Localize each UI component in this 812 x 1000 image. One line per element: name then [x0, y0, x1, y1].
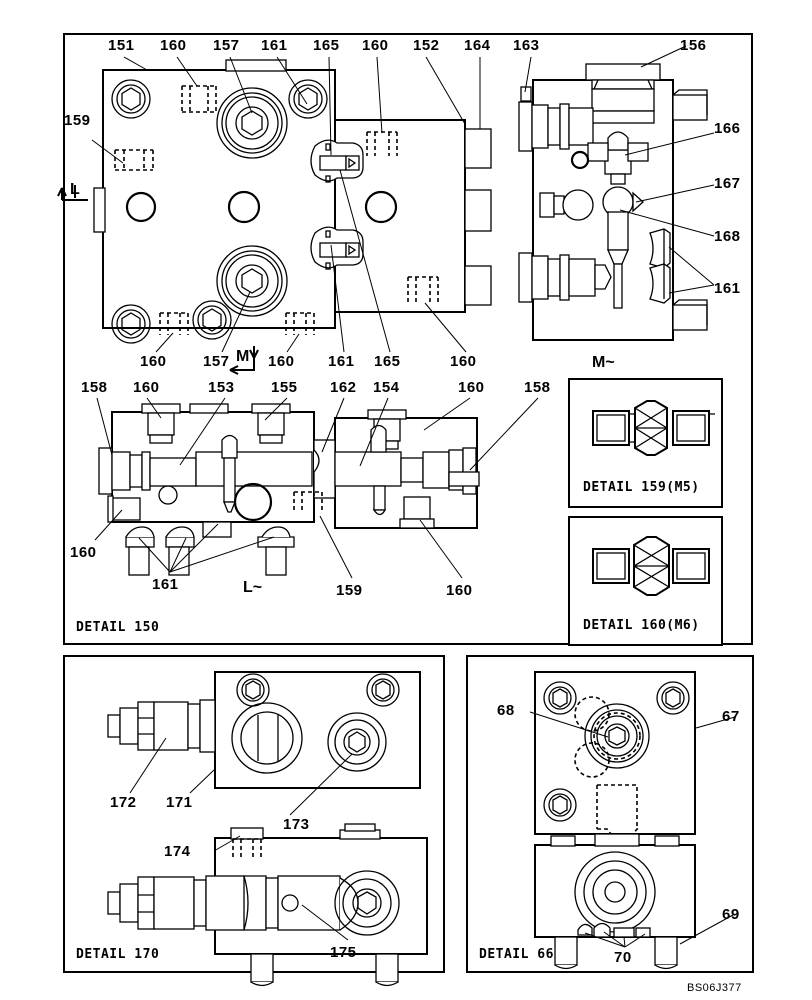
- callout-160-b: 160: [362, 37, 389, 54]
- detail-66-title: DETAIL 66: [479, 947, 554, 962]
- callout-154: 154: [373, 379, 400, 396]
- callout-153: 153: [208, 379, 235, 396]
- callout-162: 162: [330, 379, 357, 396]
- section-mark-L: L: [70, 181, 80, 198]
- detail-159-title: DETAIL 159(M5): [583, 480, 700, 495]
- callout-67: 67: [722, 708, 740, 725]
- callout-167: 167: [714, 175, 741, 192]
- callout-156: 156: [680, 37, 707, 54]
- callout-159-a: 159: [64, 112, 91, 129]
- callout-160-d: 160: [268, 353, 295, 370]
- callout-151: 151: [108, 37, 135, 54]
- callout-166: 166: [714, 120, 741, 137]
- callout-173: 173: [283, 816, 310, 833]
- callout-161-c: 161: [328, 353, 355, 370]
- callout-160-h: 160: [70, 544, 97, 561]
- callout-165-b: 165: [374, 353, 401, 370]
- detail-160-title: DETAIL 160(M6): [583, 618, 700, 633]
- callout-68: 68: [497, 702, 515, 719]
- callout-174: 174: [164, 843, 191, 860]
- callout-160-e: 160: [450, 353, 477, 370]
- callout-171: 171: [166, 794, 193, 811]
- callout-161-a: 161: [261, 37, 288, 54]
- callout-160-c: 160: [140, 353, 167, 370]
- callout-69: 69: [722, 906, 740, 923]
- detail-170-title: DETAIL 170: [76, 947, 160, 962]
- callout-164: 164: [464, 37, 491, 54]
- section-mark-M-tilde: M~: [592, 354, 615, 371]
- section-mark-L-tilde: L~: [243, 579, 263, 596]
- callout-70: 70: [614, 949, 632, 966]
- callout-163: 163: [513, 37, 540, 54]
- section-mark-M: M: [236, 348, 250, 365]
- callout-161-b: 161: [714, 280, 741, 297]
- callout-161-d: 161: [152, 576, 179, 593]
- callout-159-b: 159: [336, 582, 363, 599]
- callout-160-a: 160: [160, 37, 187, 54]
- callout-157-a: 157: [213, 37, 240, 54]
- callout-172: 172: [110, 794, 137, 811]
- callout-155: 155: [271, 379, 298, 396]
- callout-157-b: 157: [203, 353, 230, 370]
- callout-175: 175: [330, 944, 357, 961]
- detail-150-title: DETAIL 150: [76, 620, 160, 635]
- callout-165-a: 165: [313, 37, 340, 54]
- callout-168: 168: [714, 228, 741, 245]
- callout-160-f: 160: [133, 379, 160, 396]
- drawing-code: BS06J377: [687, 982, 742, 994]
- callout-160-i: 160: [446, 582, 473, 599]
- callout-160-g: 160: [458, 379, 485, 396]
- callout-158-a: 158: [81, 379, 108, 396]
- callout-152: 152: [413, 37, 440, 54]
- callout-158-b: 158: [524, 379, 551, 396]
